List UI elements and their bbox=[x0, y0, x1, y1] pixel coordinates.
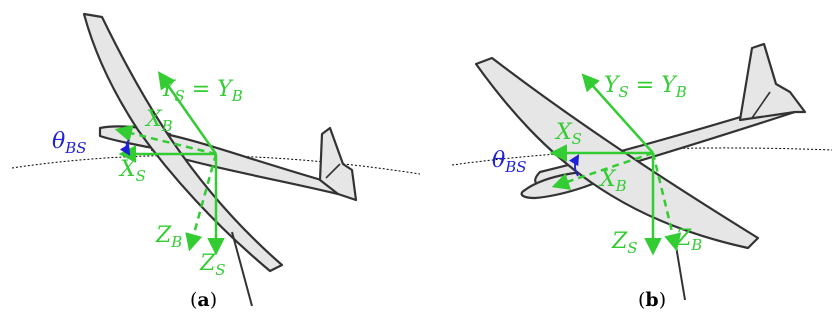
axis-zb-b bbox=[651, 152, 682, 252]
angle-arc-b bbox=[568, 154, 580, 177]
axis-xb-a bbox=[114, 124, 217, 156]
glider-fin-line-b bbox=[751, 91, 771, 119]
axis-y-b bbox=[581, 73, 654, 154]
label-xs-b: XS bbox=[554, 120, 582, 148]
label-zs-b: ZS bbox=[611, 229, 638, 257]
label-theta-a: θBS bbox=[52, 129, 87, 157]
horizon-line-b bbox=[451, 147, 833, 166]
label-zb-b: ZB bbox=[675, 226, 702, 254]
panel-b: YS = YB XS XB ZS ZB θBS (b) bbox=[451, 42, 833, 311]
glider-skid-a bbox=[231, 231, 253, 307]
label-y-a: YS = YB bbox=[160, 77, 243, 105]
label-theta-b: θBS bbox=[492, 148, 527, 176]
axis-y-a bbox=[157, 71, 218, 155]
caption-a: (a) bbox=[190, 289, 217, 311]
label-zb-a: ZB bbox=[155, 223, 182, 251]
axis-zb-a bbox=[185, 153, 218, 252]
caption-b: (b) bbox=[638, 289, 666, 311]
label-xb-b: XB bbox=[598, 167, 627, 195]
label-xs-a: XS bbox=[118, 157, 146, 185]
glider-fin-b bbox=[738, 42, 807, 122]
glider-fin-line-a bbox=[325, 163, 341, 179]
angle-arc-a bbox=[119, 139, 131, 156]
label-y-b: YS = YB bbox=[604, 73, 687, 101]
label-xb-a: XB bbox=[144, 107, 173, 135]
axis-xb-b bbox=[551, 151, 654, 190]
glider-fin-a bbox=[318, 126, 358, 202]
label-zs-a: ZS bbox=[199, 251, 226, 279]
glider-wing-a bbox=[82, 12, 284, 273]
panel-a: YS = YB XB XS ZB ZS θBS (a) bbox=[11, 12, 421, 311]
